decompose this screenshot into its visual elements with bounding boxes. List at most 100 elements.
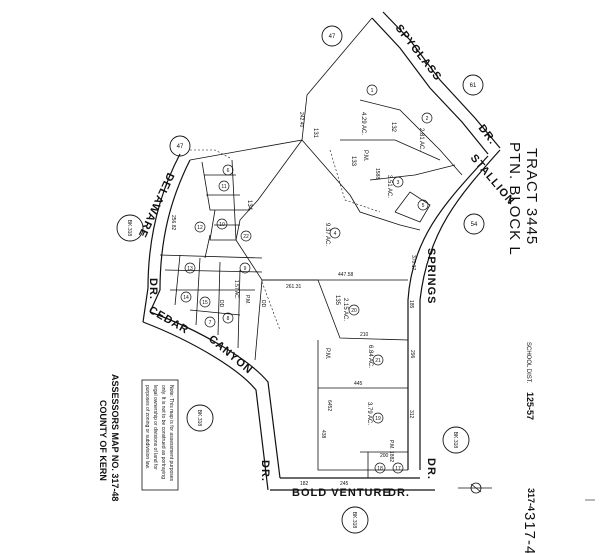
- parcel-19-area: 3.79 AC.: [366, 402, 372, 425]
- stallion-springs-dr-edge-west: [407, 155, 489, 470]
- parcel-1: 1 4.29 AC.: [360, 84, 378, 135]
- notice-line-4: purposes of zoning or subdivision law.: [144, 385, 150, 469]
- stallion-springs-dr-edge-east: [419, 149, 501, 470]
- parcel-17-number: 17: [395, 466, 401, 472]
- dim-445: 445: [354, 381, 363, 387]
- parcel-4-area: 9.37 AC.: [324, 223, 330, 246]
- dim-1588: 1588: [374, 168, 380, 179]
- cedar-canyon-dr-edge-south: [142, 321, 269, 491]
- parcel-11: 11: [218, 180, 230, 192]
- dim-447: 447.58: [338, 272, 354, 278]
- parcel-3-area: 3.51 AC.: [386, 175, 392, 198]
- parcel-10-number: 10: [219, 222, 225, 228]
- parcel-22: 22: [240, 230, 252, 242]
- delaware-dr-edge-west: [142, 153, 181, 323]
- school-district-label: SCHOOL DIST.: [525, 342, 531, 384]
- spyglass-dr-edge-south: [371, 17, 489, 155]
- reference-47-west-label: 47: [177, 144, 184, 150]
- book-reference-west: BK.318: [116, 214, 144, 242]
- parcel-15: 15: [199, 296, 211, 308]
- easement-lines: [190, 149, 381, 331]
- parcel-1-number: 1: [371, 88, 374, 94]
- parcel-3: 3 3.51 AC.: [386, 175, 404, 198]
- reference-54-label: 54: [471, 222, 478, 228]
- dim-182: 182: [300, 481, 309, 487]
- parcel-18: 18: [374, 462, 386, 474]
- dim-pm-2: P.M.: [324, 348, 330, 360]
- book-reference-south: BK.318: [341, 506, 369, 534]
- notice-line-2: only. It is not to be construed as portr…: [160, 385, 166, 479]
- parcel-7: 7: [204, 316, 216, 328]
- map-page-ref-short: 317-4: [526, 488, 536, 511]
- street-cedar-canyon-dr: DR.: [259, 460, 271, 482]
- parcel-lines: [159, 17, 463, 478]
- school-district-value: 125-57: [525, 392, 535, 420]
- reference-circle-54: 54: [463, 213, 485, 235]
- dim-133: 133: [350, 156, 356, 167]
- notice-line-3: legal ownership or divisions of land for: [152, 385, 158, 470]
- parcel-17: 17: [392, 462, 404, 474]
- parcel-11-number: 11: [221, 184, 226, 190]
- dim-135: 135: [334, 295, 340, 306]
- parcel-19: 19 3.79 AC.: [366, 402, 384, 425]
- parcel-12-number: 12: [197, 225, 203, 231]
- dim-261: 261.31: [286, 284, 302, 290]
- parcel-13-number: 13: [187, 266, 193, 272]
- dim-185: 185: [408, 300, 414, 309]
- street-bold-venture-dr: DR.: [388, 487, 410, 499]
- parcel-5: 5: [417, 199, 429, 211]
- parcel-9-number: 9: [244, 266, 247, 272]
- parcel-9-area: 1.57 AC.: [233, 280, 239, 299]
- street-bold-venture: BOLD VENTURE: [292, 487, 391, 499]
- book-reference-east: BK.318: [442, 426, 470, 454]
- parcel-6-number: 6: [227, 168, 230, 174]
- dim-438: 438: [320, 430, 326, 439]
- dim-296: 296: [409, 350, 415, 359]
- parcel-12: 12: [194, 221, 206, 233]
- book-reference-south-west: BK.318: [186, 404, 214, 432]
- street-canyon: CANYON: [206, 333, 255, 377]
- book-reference-south-west-label: BK.318: [196, 410, 202, 427]
- parcel-21-area: 6.84 AC.: [367, 345, 373, 368]
- book-reference-east-label: BK.318: [452, 432, 458, 449]
- parcel-2-number: 2: [426, 116, 429, 122]
- parcel-18-number: 18: [377, 466, 383, 472]
- dim-256: 256.82: [170, 215, 176, 231]
- delaware-dr-edge-east: [149, 159, 191, 313]
- street-cedar: CEDAR: [147, 304, 191, 336]
- parcel-19-number: 19: [375, 416, 381, 422]
- parcel-2-area: 2.81 AC.: [418, 128, 424, 151]
- map-page-ref: 317-48: [521, 512, 538, 553]
- street-springs: SPRINGS: [425, 248, 437, 305]
- book-reference-west-label: BK.318: [126, 220, 132, 237]
- reference-circle-47-west: 47: [169, 135, 191, 157]
- dim-dd-2: DD: [260, 300, 266, 308]
- parcel-3-number: 3: [397, 180, 400, 186]
- parcel-9: 9 1.57 AC.: [233, 262, 251, 299]
- dim-200: 200: [380, 453, 389, 459]
- parcel-20-number: 20: [351, 308, 357, 314]
- dim-134: 134: [246, 200, 252, 211]
- dim-312: 312: [408, 410, 414, 419]
- parcel-1-area: 4.29 AC.: [360, 112, 366, 135]
- reference-61-label: 61: [470, 83, 477, 89]
- dim-dd: DD: [218, 300, 224, 308]
- dim-pm: P.M.: [362, 150, 368, 162]
- dim-245: 245: [340, 481, 349, 487]
- parcel-8: 8: [222, 312, 234, 324]
- parcel-14: 14: [180, 291, 192, 303]
- reference-circle-61: 61: [462, 74, 484, 96]
- parcel-21-number: 21: [375, 358, 381, 364]
- parcel-10: 10: [216, 218, 228, 230]
- parcel-5-number: 5: [422, 203, 425, 209]
- parcel-21: 21 6.84 AC.: [367, 345, 384, 368]
- dim-370: 370.17: [410, 255, 416, 271]
- notice-line-1: Note: This map is for assessment purpose…: [168, 385, 174, 482]
- parcel-14-number: 14: [183, 295, 189, 301]
- parcel-2: 2 2.81 AC.: [418, 112, 433, 151]
- assessor-map-title: ASSESSORS MAP NO. 317-48: [110, 374, 120, 501]
- parcel-7-number: 7: [209, 320, 212, 326]
- street-stallion-springs-dr: DR.: [425, 458, 437, 480]
- spyglass-dr-edge-north: [382, 11, 501, 149]
